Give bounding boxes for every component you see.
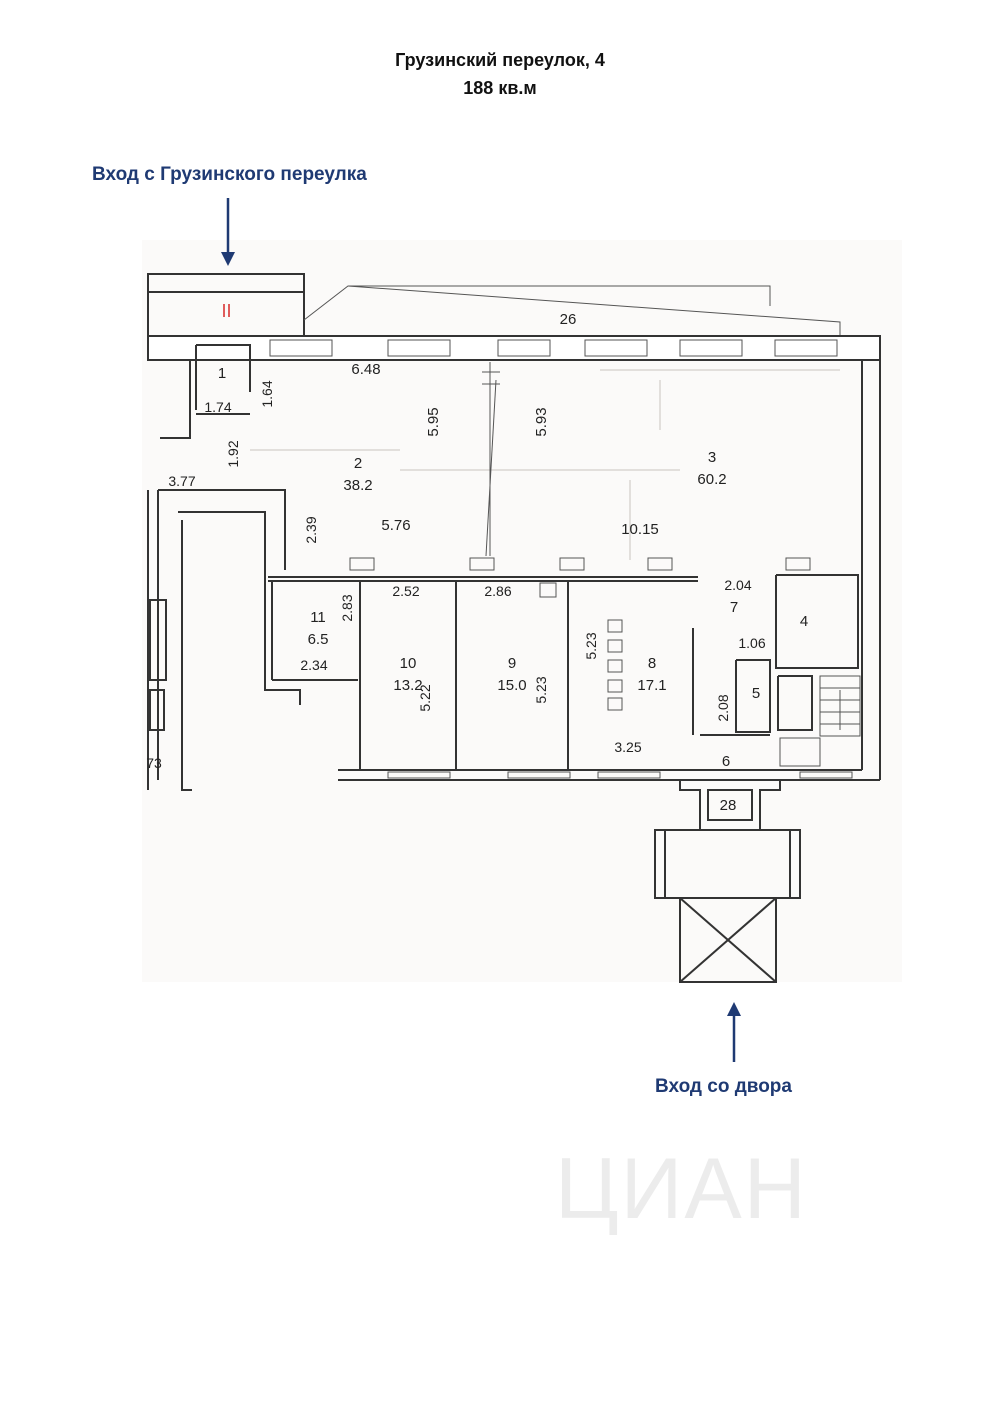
dim-5-93: 5.93: [533, 407, 550, 436]
red-marker: [223, 304, 230, 317]
dim-10-15: 10.15: [621, 521, 659, 538]
dim-3-77: 3.77: [168, 473, 195, 489]
room-4-number: 4: [800, 613, 808, 630]
dim-2-08: 2.08: [715, 694, 731, 721]
room-2-area: 38.2: [343, 477, 372, 494]
overhead-structure: [303, 285, 771, 321]
column-marker: [482, 362, 500, 557]
yard-entry-arrow-icon: [727, 1002, 741, 1062]
room-7-number: 7: [730, 599, 738, 616]
dim-2-83: 2.83: [339, 594, 355, 621]
dim-2-04: 2.04: [724, 577, 751, 593]
dim-2-52: 2.52: [392, 583, 419, 599]
dim-1-06: 1.06: [738, 635, 765, 651]
room-2-number: 2: [354, 455, 362, 472]
yard-entry-label: Вход со двора: [655, 1076, 792, 1097]
room-3-area: 60.2: [697, 471, 726, 488]
room-10-area: 13.2: [393, 677, 422, 694]
fixtures: [539, 582, 623, 711]
room-5-number: 5: [752, 685, 760, 702]
radiators: [349, 557, 811, 571]
dim-1-74: 1.74: [204, 399, 231, 415]
room-labels: 1 2 38.2 3 60.2 4 5 6 7 8 17.1 9 15.0 10…: [218, 365, 808, 814]
vestibule-walls: [148, 344, 251, 439]
dimension-labels: 26 6.48 1.74 1.64 1.92 5.95 5.93 3.77 2.…: [146, 311, 766, 771]
background-lines: [250, 369, 840, 560]
dim-5-76: 5.76: [381, 517, 410, 534]
left-block-walls: [147, 489, 301, 791]
plan-address: Грузинский переулок, 4: [395, 50, 605, 70]
interior-partitions: [268, 574, 859, 770]
street-entry-label: Вход с Грузинского переулка: [92, 164, 367, 185]
dim-1-92: 1.92: [225, 440, 241, 467]
room-1-number: 1: [218, 365, 226, 382]
room-8-area: 17.1: [637, 677, 666, 694]
dim-5-23-lower: 5.23: [533, 676, 549, 703]
yard-vestibule: [654, 780, 801, 983]
dim-6-48: 6.48: [351, 361, 380, 378]
room-8-number: 8: [648, 655, 656, 672]
dim-1-64: 1.64: [259, 380, 275, 407]
dim-2-39: 2.39: [303, 516, 319, 543]
room-9-area: 15.0: [497, 677, 526, 694]
street-entry-arrow-icon: [221, 198, 235, 266]
dim-5-23-upper: 5.23: [583, 632, 599, 659]
room-9-number: 9: [508, 655, 516, 672]
room-11-area: 6.5: [308, 631, 329, 648]
dim-26: 26: [560, 311, 577, 328]
dim-2-34: 2.34: [300, 657, 327, 673]
staircase: [779, 675, 861, 767]
top-windows: [269, 339, 838, 357]
plan-area: 188 кв.м: [463, 78, 537, 98]
dim-2-86: 2.86: [484, 583, 511, 599]
dim-5-22: 5.22: [417, 684, 433, 711]
dim-73: 73: [146, 755, 162, 771]
overhead-line: [347, 285, 841, 336]
watermark-logo: ЦИАН: [555, 1141, 808, 1237]
room-28-number: 28: [720, 797, 737, 814]
room-3-number: 3: [708, 449, 716, 466]
room-11-number: 11: [310, 609, 326, 626]
bottom-windows: [387, 771, 853, 779]
dim-5-95: 5.95: [425, 407, 442, 436]
room-6-number: 6: [722, 753, 730, 770]
dim-3-25: 3.25: [614, 739, 641, 755]
room-10-number: 10: [400, 655, 417, 672]
